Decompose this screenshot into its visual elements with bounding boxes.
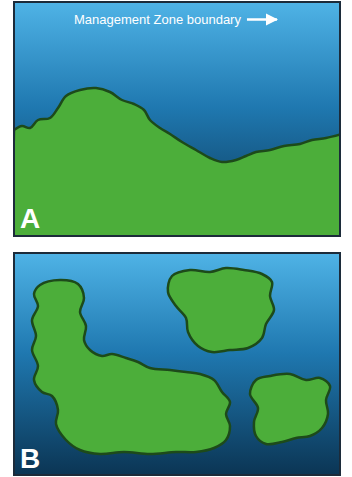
panel-letter: A [20,205,40,233]
seagrass-meadow [14,88,340,236]
water-panel [14,253,340,475]
boundary-arrow [247,18,277,21]
boundary-label: Management Zone boundary [74,13,241,26]
panel-frame [14,253,340,475]
panel-letter: B [20,445,40,473]
seagrass-patch [168,268,274,352]
panel-frame [14,2,340,236]
seagrass-patch [250,374,330,445]
